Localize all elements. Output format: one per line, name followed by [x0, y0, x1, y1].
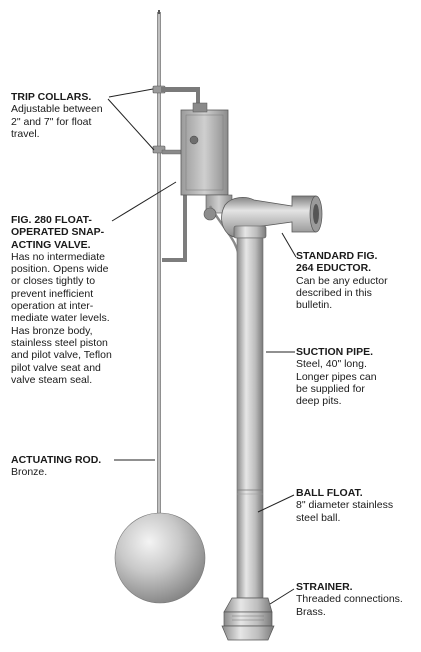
callout-title: TRIP COLLARS.	[11, 91, 92, 103]
callout-title: SUCTION PIPE.	[296, 346, 374, 358]
callout-title: STRAINER.	[296, 581, 353, 593]
callout-ball-float: BALL FLOAT. 8" diameter stainless steel …	[296, 487, 418, 524]
callout-text: Threaded connections. Brass.	[296, 593, 403, 618]
callout-title: ACTUATING ROD.	[11, 454, 102, 466]
leader-lines	[107, 88, 297, 605]
callout-actuating-rod: ACTUATING ROD. Bronze.	[11, 454, 121, 479]
callout-title: BALL FLOAT.	[296, 487, 363, 499]
snap-acting-valve	[180, 109, 229, 196]
callout-text: Bronze.	[11, 466, 48, 479]
strainer	[223, 597, 273, 613]
ball-float	[114, 512, 206, 604]
callout-suction-pipe: SUCTION PIPE. Steel, 40" long. Longer pi…	[296, 346, 416, 407]
callout-text: Steel, 40" long. Longer pipes can be sup…	[296, 358, 377, 408]
callout-text: 8" diameter stainless steel ball.	[296, 499, 394, 524]
callout-title: FIG. 280 FLOAT- OPERATED SNAP- ACTING VA…	[11, 214, 105, 251]
callout-snap-acting-valve: FIG. 280 FLOAT- OPERATED SNAP- ACTING VA…	[11, 214, 126, 386]
callout-text: Adjustable between 2" and 7" for float t…	[11, 103, 103, 140]
callout-title: STANDARD FIG. 264 EDUCTOR.	[296, 250, 378, 275]
pilot-tube	[208, 205, 242, 500]
callout-text: Can be any eductor described in this bul…	[296, 274, 388, 312]
rod-guide-bracket	[161, 87, 200, 105]
actuating-rod	[157, 12, 161, 520]
callout-trip-collars: TRIP COLLARS. Adjustable between 2" and …	[11, 91, 111, 140]
callout-eductor: STANDARD FIG. 264 EDUCTOR. Can be any ed…	[296, 250, 416, 311]
suction-pipe	[236, 237, 264, 599]
lower-bracket	[162, 195, 187, 262]
callout-strainer: STRAINER. Threaded connections. Brass.	[296, 581, 418, 618]
callout-text: Has no intermediate position. Opens wide…	[11, 250, 112, 386]
